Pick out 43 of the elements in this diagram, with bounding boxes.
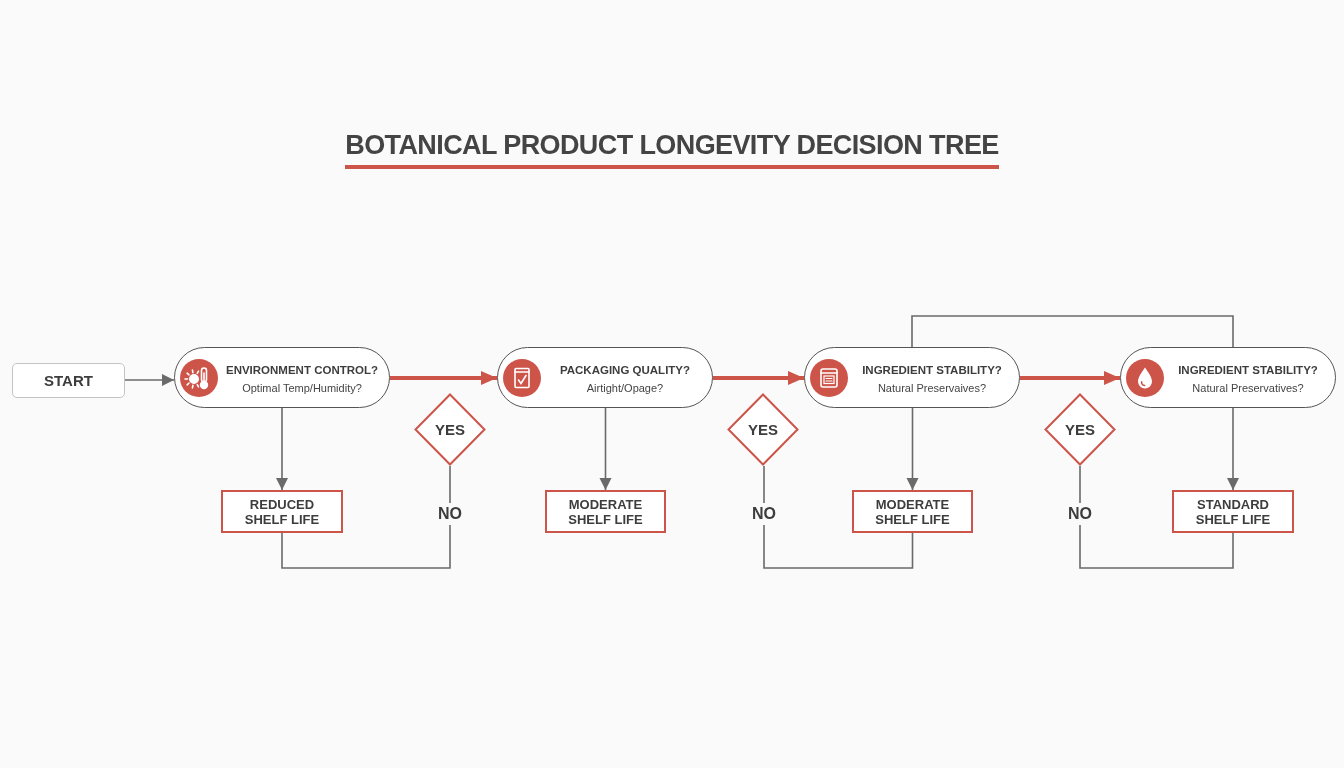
answer-label: YES	[1065, 421, 1095, 438]
arrow	[1020, 371, 1120, 385]
question-detail: Airtight/Opage?	[586, 380, 664, 396]
connector-line	[1079, 524, 1234, 569]
question-heading: INGREDIENT STABILITY?	[1178, 362, 1318, 378]
connector-line	[281, 524, 451, 569]
question-detail: Natural Preservatives?	[1192, 380, 1304, 396]
arrow	[1227, 407, 1239, 491]
outcome-label: MODERATE SHELF LIFE	[567, 496, 644, 527]
outcome-box	[221, 490, 343, 533]
decision-diamond	[414, 393, 486, 466]
start-box	[12, 363, 125, 398]
arrow	[599, 407, 612, 491]
arrow	[906, 407, 919, 491]
question-heading: INGREDIENT STABILITY?	[862, 362, 1002, 378]
outcome-box	[545, 490, 666, 533]
answer-label: NO	[1062, 503, 1098, 525]
arrow	[713, 371, 804, 385]
question-detail: Optimal Temp/Humidity?	[242, 380, 362, 396]
outcome-box	[1172, 490, 1294, 533]
connector-line	[763, 524, 914, 569]
connector-line	[911, 315, 1234, 348]
answer-label: NO	[746, 503, 782, 525]
answer-label: YES	[748, 421, 778, 438]
decision-diamond	[727, 393, 799, 466]
connector-line	[1079, 465, 1081, 504]
question-heading: ENVIRONMENT CONTROL?	[225, 362, 379, 378]
outcome-label: REDUCED SHELF LIFE	[243, 496, 321, 527]
outcome-label: STANDARD SHELF LIFE	[1194, 496, 1272, 527]
arrow	[276, 407, 288, 491]
answer-label: NO	[432, 503, 468, 525]
outcome-label: MODERATE SHELF LIFE	[874, 496, 951, 527]
decision-diamond	[1044, 393, 1116, 466]
question-detail: Natural Preservaives?	[877, 380, 987, 396]
question-heading: PACKAGING QUALITY?	[559, 362, 691, 378]
connector-line	[449, 465, 451, 504]
answer-label: YES	[435, 421, 465, 438]
connector-line	[763, 465, 765, 504]
arrow	[390, 371, 497, 385]
start-label: START	[44, 372, 93, 389]
title: BOTANICAL PRODUCT LONGEVITY DECISION TREE	[345, 129, 999, 162]
outcome-box	[852, 490, 973, 533]
arrow	[124, 374, 175, 386]
